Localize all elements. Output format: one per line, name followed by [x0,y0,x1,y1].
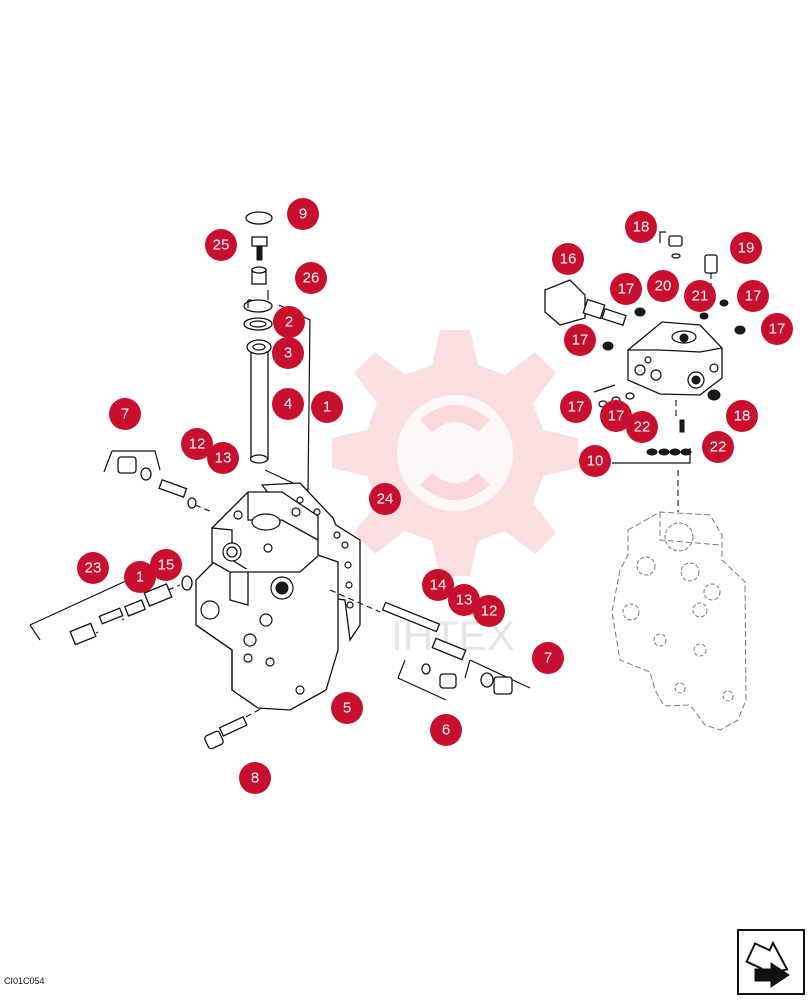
svg-text:17: 17 [608,408,625,425]
callout-14[interactable]: 14 [422,569,454,601]
callout-13-left[interactable]: 13 [207,442,239,474]
callout-26[interactable]: 26 [295,262,327,294]
svg-text:19: 19 [738,240,755,257]
callout-13-right[interactable]: 13 [448,584,480,616]
callout-6[interactable]: 6 [430,714,462,746]
callout-18-right[interactable]: 18 [726,400,758,432]
svg-text:13: 13 [215,450,232,467]
callout-1[interactable]: 1 [311,391,343,423]
svg-text:9: 9 [299,206,307,223]
svg-text:6: 6 [442,722,450,739]
callout-9[interactable]: 9 [287,198,319,230]
callout-20[interactable]: 20 [647,270,679,302]
svg-text:17: 17 [572,332,589,349]
svg-text:14: 14 [430,577,447,594]
callout-18-top[interactable]: 18 [625,211,657,243]
svg-text:1: 1 [323,399,331,416]
callout-7-right[interactable]: 7 [532,642,564,674]
svg-text:15: 15 [158,557,175,574]
svg-text:22: 22 [634,419,651,436]
control-block [544,231,746,512]
svg-text:17: 17 [618,281,635,298]
callout-2[interactable]: 2 [273,306,305,338]
svg-text:26: 26 [303,270,320,287]
svg-text:13: 13 [456,592,473,609]
svg-text:7: 7 [544,650,552,667]
callout-3[interactable]: 3 [272,337,304,369]
svg-text:8: 8 [251,770,259,787]
watermark-gear-logo [332,330,578,576]
svg-text:22: 22 [710,439,727,456]
callout-19[interactable]: 19 [730,232,762,264]
callout-5[interactable]: 5 [331,692,363,724]
svg-text:10: 10 [587,453,604,470]
svg-text:23: 23 [85,560,102,577]
callout-4[interactable]: 4 [272,388,304,420]
callout-1-lower[interactable]: 1 [124,561,156,593]
svg-text:5: 5 [343,700,351,717]
ghost-pump-body [611,511,747,731]
callout-21[interactable]: 21 [684,280,716,312]
drawing-code: CI01C054 [4,976,45,986]
callout-7-left[interactable]: 7 [109,398,141,430]
callout-17-c[interactable]: 17 [564,324,596,356]
callout-22-b[interactable]: 22 [702,431,734,463]
callout-17-e[interactable]: 17 [560,391,592,423]
svg-text:18: 18 [734,408,751,425]
svg-text:1: 1 [136,569,144,586]
svg-text:4: 4 [284,396,292,413]
callout-17-a[interactable]: 17 [610,273,642,305]
svg-text:17: 17 [745,288,762,305]
callout-17-f[interactable]: 17 [600,400,632,432]
svg-text:20: 20 [655,278,672,295]
svg-text:7: 7 [121,406,129,423]
arrow-next-icon [737,929,805,995]
main-valve-body [195,491,339,711]
callout-15[interactable]: 15 [150,549,182,581]
callout-8[interactable]: 8 [239,762,271,794]
svg-text:17: 17 [769,321,786,338]
svg-text:16: 16 [560,251,577,268]
callout-25[interactable]: 25 [205,229,237,261]
svg-text:18: 18 [633,219,650,236]
callout-24[interactable]: 24 [369,483,401,515]
svg-text:2: 2 [285,314,293,331]
svg-text:24: 24 [377,491,394,508]
left-plug-group [103,450,213,513]
callout-10[interactable]: 10 [579,445,611,477]
next-page-button[interactable] [737,929,805,995]
callout-12-right[interactable]: 12 [473,595,505,627]
svg-text:21: 21 [692,288,709,305]
callout-17-b[interactable]: 17 [737,280,769,312]
svg-text:25: 25 [213,237,230,254]
svg-text:12: 12 [189,436,206,453]
bolt-8 [204,707,263,750]
callout-17-d[interactable]: 17 [761,313,793,345]
callout-12-left[interactable]: 12 [181,428,213,460]
svg-text:12: 12 [481,603,498,620]
right-spool-group [329,589,531,701]
callout-23[interactable]: 23 [77,552,109,584]
spool-stack [243,211,273,464]
svg-text:3: 3 [284,345,292,362]
svg-text:17: 17 [568,399,585,416]
callout-16[interactable]: 16 [552,243,584,275]
callout-22-a[interactable]: 22 [626,411,658,443]
